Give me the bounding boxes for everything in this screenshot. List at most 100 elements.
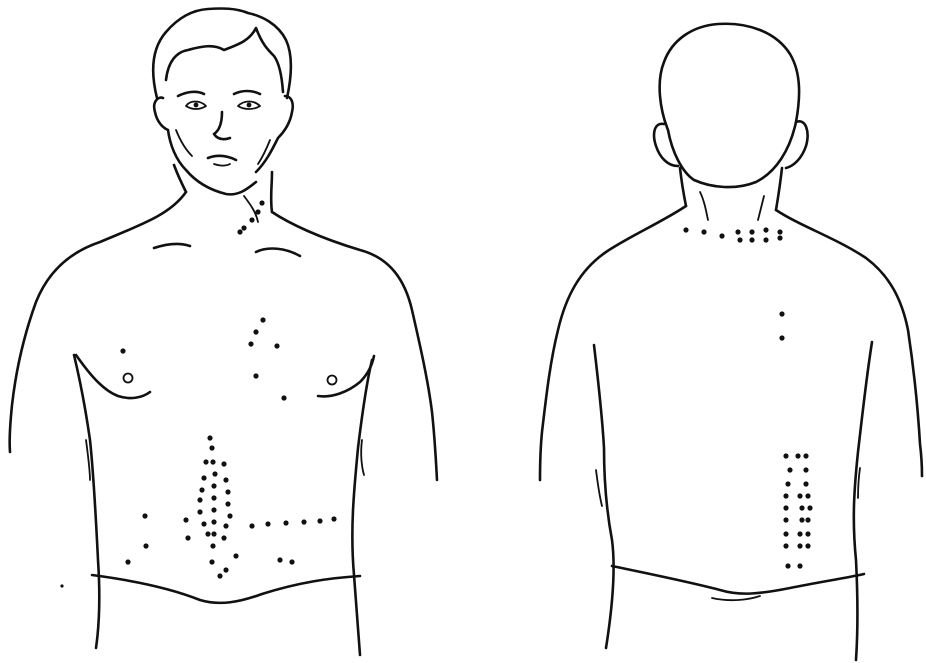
- back-point-4: [735, 229, 740, 234]
- back-figure: [540, 24, 922, 660]
- back-point-9: [749, 237, 754, 242]
- back-point-15: [795, 453, 800, 458]
- back-waist-seam: [712, 596, 760, 600]
- front-left-pupil: [194, 103, 199, 108]
- back-neck-right: [776, 168, 782, 210]
- front-point-22: [210, 543, 215, 548]
- back-point-13: [779, 335, 784, 340]
- front-right-nipple: [328, 376, 337, 385]
- front-point-10: [120, 348, 125, 353]
- back-neck-left: [680, 168, 686, 206]
- back-head: [660, 24, 799, 187]
- front-nose: [214, 112, 230, 139]
- front-point-21: [211, 531, 216, 536]
- front-point-4: [241, 225, 246, 230]
- front-point-24: [221, 461, 226, 466]
- front-point-28: [225, 489, 230, 494]
- back-right-flank: [854, 342, 872, 660]
- back-point-37: [797, 563, 802, 568]
- back-neck-tendon-left: [700, 192, 708, 220]
- front-figure: [10, 8, 437, 655]
- front-point-2: [255, 209, 260, 214]
- front-point-19: [211, 507, 216, 512]
- front-point-49: [289, 559, 294, 564]
- front-point-7: [253, 329, 258, 334]
- front-point-15: [210, 459, 215, 464]
- front-point-1: [259, 200, 264, 205]
- back-left-arm-inner: [596, 470, 602, 506]
- front-point-46: [143, 543, 148, 548]
- back-point-20: [803, 481, 808, 486]
- back-point-17: [787, 467, 792, 472]
- front-cheek-left: [176, 130, 192, 156]
- back-point-36: [785, 563, 790, 568]
- back-point-2: [701, 229, 706, 234]
- front-point-39: [185, 535, 190, 540]
- front-point-18: [211, 495, 216, 500]
- back-point-35: [805, 543, 810, 548]
- front-point-38: [183, 517, 188, 522]
- back-point-1: [683, 227, 688, 232]
- front-point-3: [249, 217, 254, 222]
- front-point-53: [125, 559, 130, 564]
- front-point-40: [249, 523, 254, 528]
- front-point-51: [209, 559, 214, 564]
- back-point-27: [783, 517, 788, 522]
- front-lower-lip: [214, 164, 230, 166]
- front-point-32: [227, 513, 232, 518]
- front-point-20: [211, 519, 216, 524]
- back-point-28: [799, 517, 804, 522]
- back-point-23: [805, 493, 810, 498]
- front-point-25: [201, 475, 206, 480]
- front-right-eyebrow: [234, 91, 260, 94]
- front-right-arm-inner: [361, 440, 364, 475]
- back-point-26: [807, 505, 812, 510]
- back-point-21: [783, 493, 788, 498]
- front-point-52: [217, 573, 222, 578]
- back-point-31: [797, 531, 802, 536]
- front-left-pectoral: [76, 355, 150, 398]
- back-point-14: [783, 453, 788, 458]
- front-point-47: [233, 553, 238, 558]
- back-point-29: [805, 517, 810, 522]
- front-right-shoulder-arm: [272, 212, 437, 480]
- front-point-11: [253, 373, 258, 378]
- front-point-31: [197, 509, 202, 514]
- back-point-11: [777, 235, 782, 240]
- front-point-13: [207, 435, 212, 440]
- back-point-10: [763, 237, 768, 242]
- front-point-26: [223, 477, 228, 482]
- back-point-34: [797, 543, 802, 548]
- back-point-19: [785, 481, 790, 486]
- front-face-left: [154, 98, 256, 195]
- front-hairline: [166, 28, 283, 92]
- back-left-ear: [654, 124, 678, 166]
- front-point-9: [274, 343, 279, 348]
- back-left-shoulder-arm: [540, 206, 686, 480]
- front-point-48: [277, 557, 282, 562]
- front-point-17: [211, 483, 216, 488]
- front-right-clavicle: [256, 249, 300, 256]
- front-point-16: [212, 471, 217, 476]
- front-face-right: [256, 96, 293, 172]
- back-point-22: [797, 493, 802, 498]
- front-left-flank: [74, 355, 99, 648]
- front-right-pupil: [247, 103, 252, 108]
- back-point-5: [749, 229, 754, 234]
- back-point-33: [783, 543, 788, 548]
- front-point-23: [203, 459, 208, 464]
- front-point-30: [225, 501, 230, 506]
- back-left-flank: [594, 345, 614, 648]
- back-point-24: [783, 505, 788, 510]
- front-point-34: [223, 523, 228, 528]
- back-neck-tendon-right: [758, 196, 764, 220]
- front-point-37: [142, 513, 147, 518]
- back-right-shoulder-arm: [776, 210, 922, 476]
- back-point-12: [779, 311, 784, 316]
- back-point-32: [805, 531, 810, 536]
- front-point-42: [283, 520, 288, 525]
- back-point-30: [783, 531, 788, 536]
- front-point-29: [197, 497, 202, 502]
